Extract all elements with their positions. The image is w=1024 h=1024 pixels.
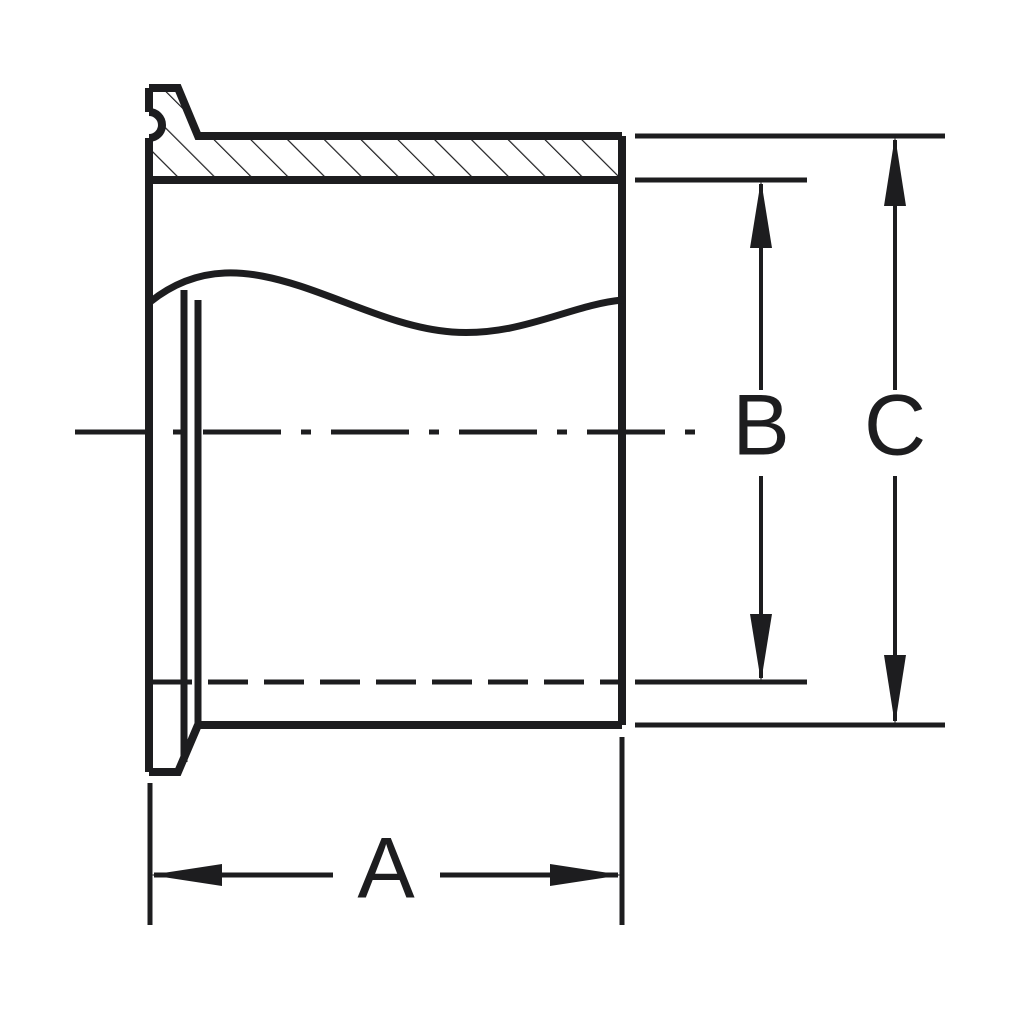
dimension-c-group: C <box>635 133 945 728</box>
dimension-b-group: B <box>635 177 807 685</box>
wavy-break-line <box>146 269 626 337</box>
dim-a-label: A <box>357 821 415 917</box>
lower-flange-profile <box>149 723 202 776</box>
break-line-group <box>146 269 626 337</box>
dim-b-label: B <box>732 378 789 474</box>
upper-flange-profile <box>149 84 622 140</box>
dimension-a-group: A <box>147 737 625 925</box>
oring-groove-arc <box>148 108 166 142</box>
dim-c-arrowhead-up <box>884 136 906 206</box>
dim-b-arrowhead-down <box>750 614 772 682</box>
dim-c-arrowhead-down <box>884 655 906 725</box>
dim-a-arrowhead-left <box>150 864 222 886</box>
dim-b-arrowhead-up <box>750 180 772 248</box>
dim-a-arrowhead-right <box>550 864 622 886</box>
dim-c-label: C <box>864 378 926 474</box>
